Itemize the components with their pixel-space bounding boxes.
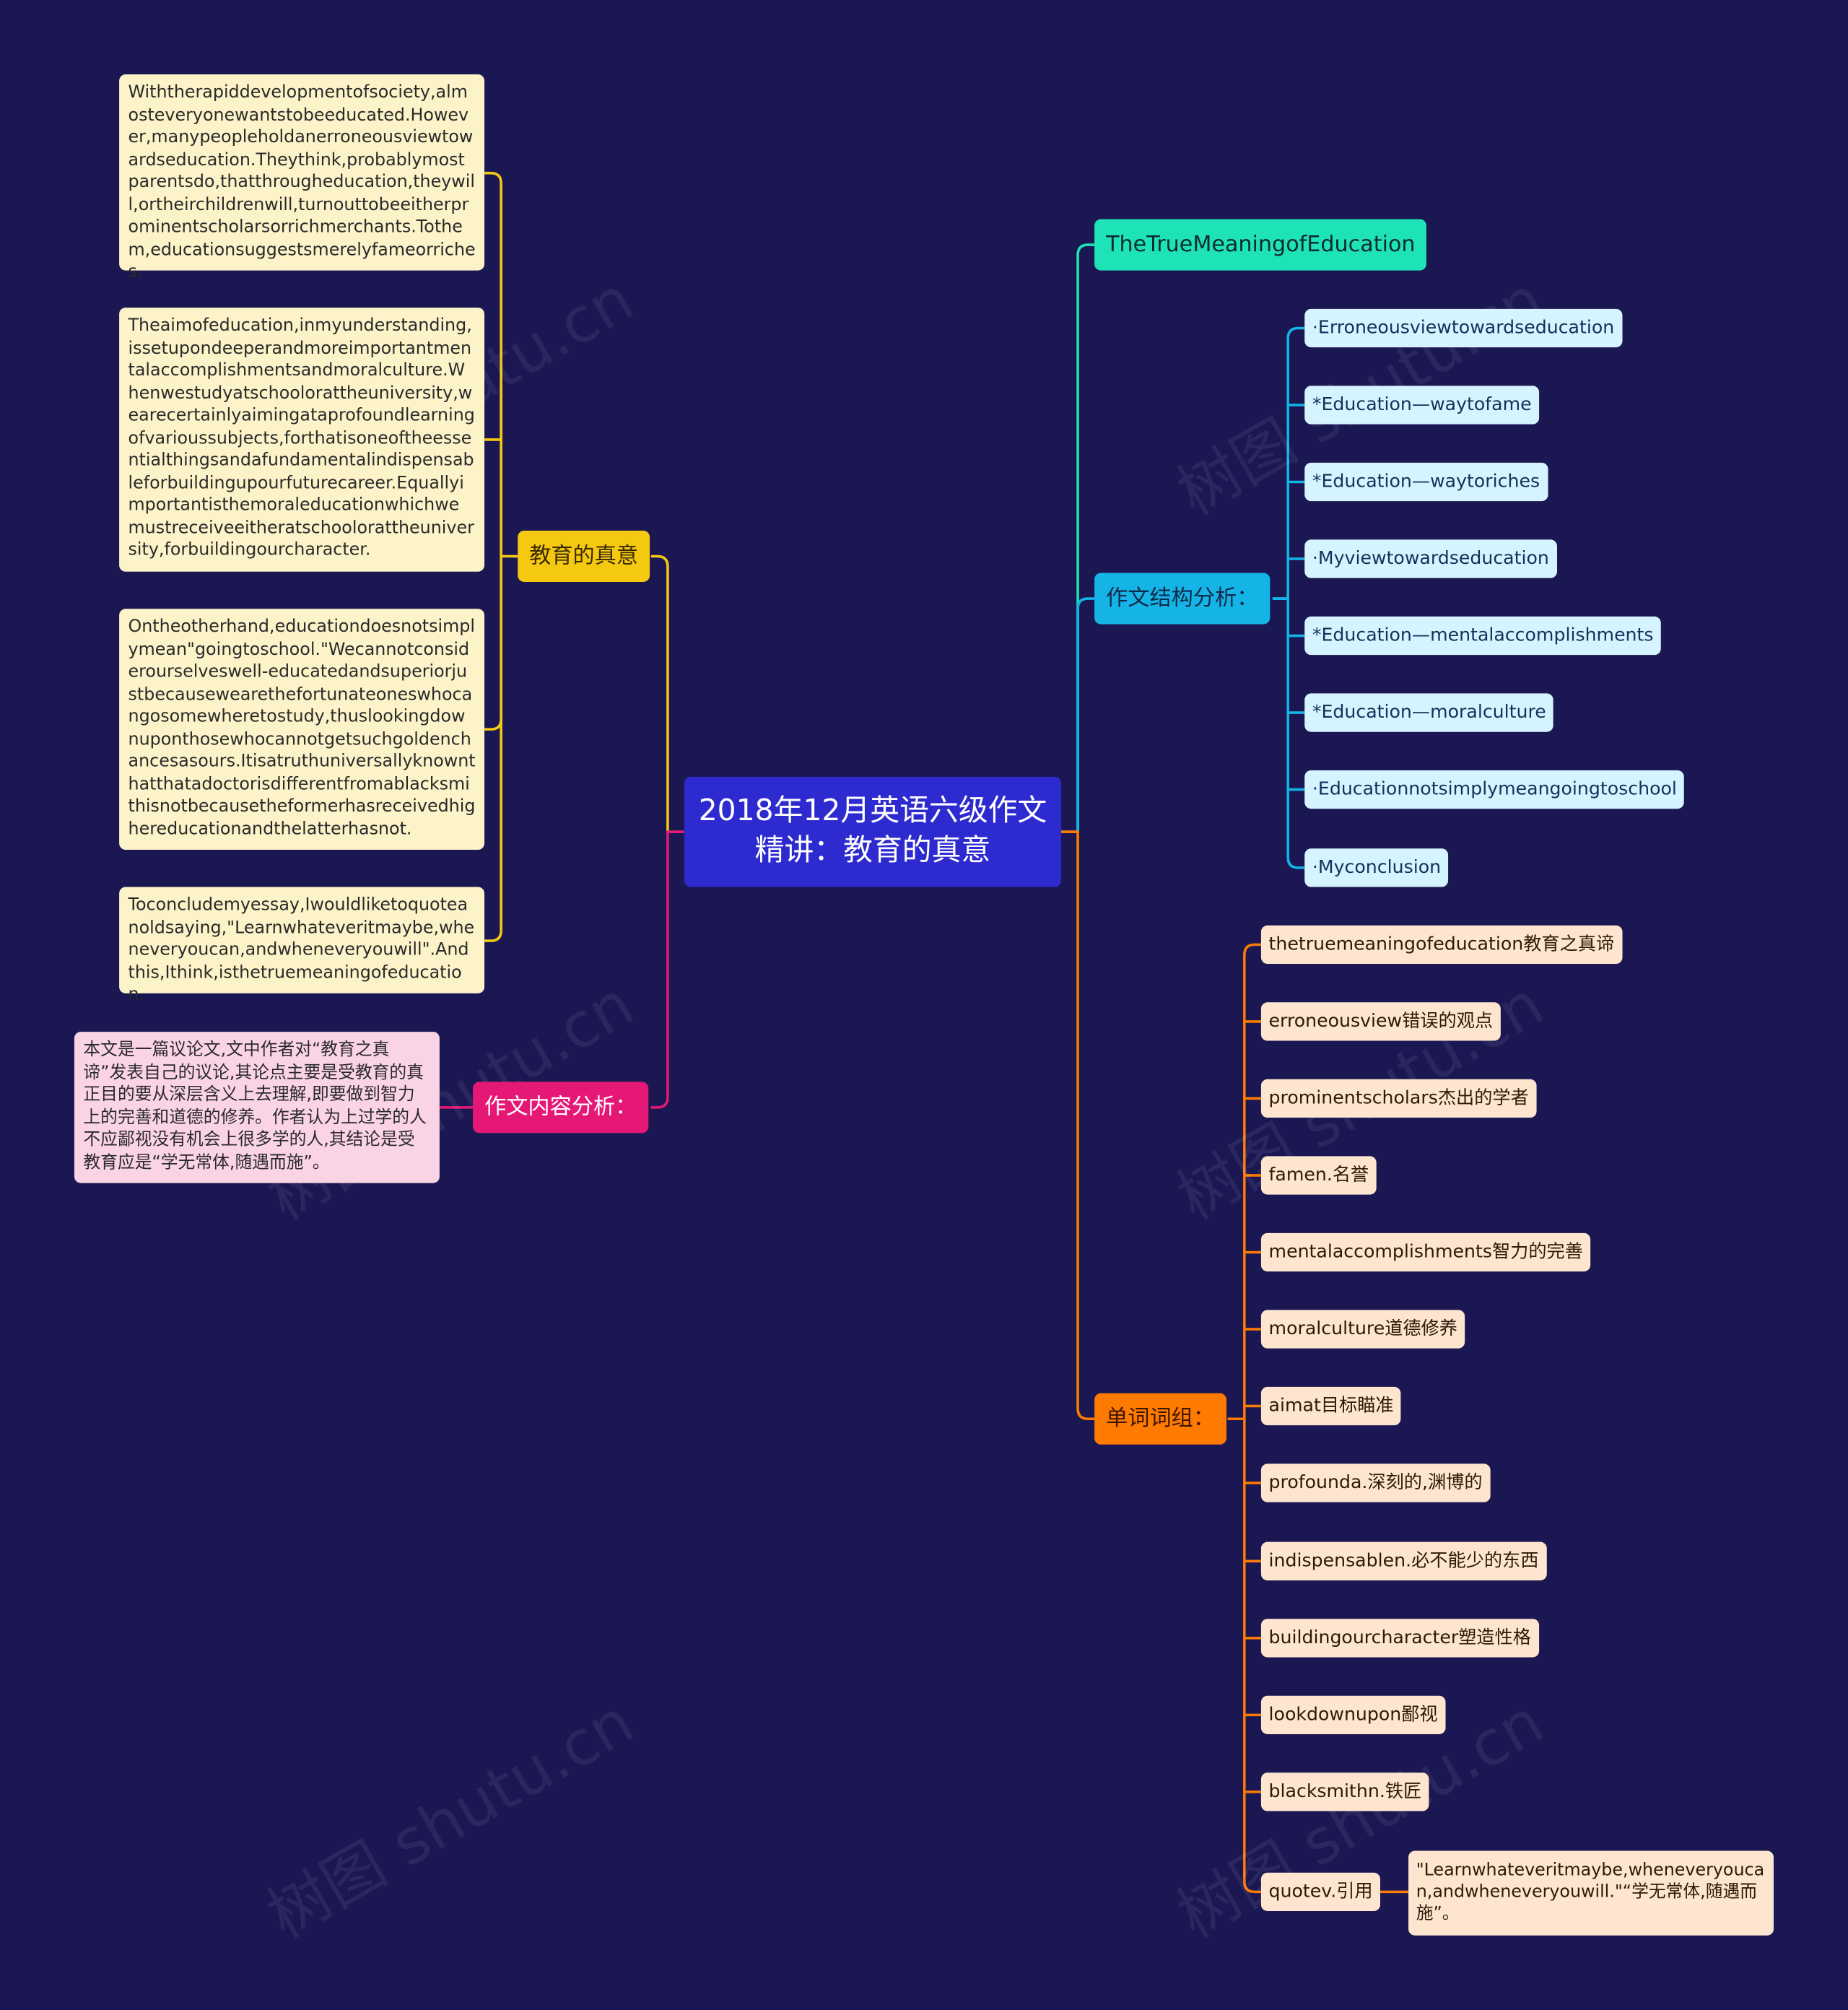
structure-item[interactable]: ·Myconclusion [1304, 848, 1449, 887]
branch-title[interactable]: TheTrueMeaningofEducation [1094, 219, 1427, 271]
vocab-item[interactable]: prominentscholars杰出的学者 [1260, 1079, 1537, 1118]
structure-item[interactable]: ·Educationnotsimplymeangoingtoschool [1304, 770, 1685, 809]
vocab-item[interactable]: buildingourcharacter塑造性格 [1260, 1619, 1539, 1658]
structure-item[interactable]: *Education—waytofame [1304, 386, 1540, 425]
vocab-item[interactable]: quotev.引用 [1260, 1872, 1381, 1911]
content-analysis-note[interactable]: 本文是一篇议论文,文中作者对“教育之真谛”发表自己的议论,其论点主要是受教育的真… [74, 1032, 440, 1183]
structure-item[interactable]: ·Erroneousviewtowardseducation [1304, 308, 1622, 348]
branch-structure[interactable]: 作文结构分析： [1094, 573, 1270, 625]
paragraph-2[interactable]: Theaimofeducation,inmyunderstanding,isse… [119, 308, 485, 572]
vocab-item[interactable]: erroneousview错误的观点 [1260, 1002, 1501, 1041]
paragraph-3[interactable]: Ontheotherhand,educationdoesnotsimplymea… [119, 609, 485, 850]
structure-item[interactable]: ·Myviewtowardseducation [1304, 539, 1557, 578]
structure-item[interactable]: *Education—moralculture [1304, 693, 1554, 732]
branch-meaning[interactable]: 教育的真意 [518, 530, 650, 582]
structure-item[interactable]: *Education—waytoriches [1304, 462, 1548, 502]
vocab-item[interactable]: profounda.深刻的,渊博的 [1260, 1463, 1491, 1502]
paragraph-1[interactable]: Withtherapiddevelopmentofsociety,almoste… [119, 74, 485, 282]
branch-content-analysis[interactable]: 作文内容分析： [473, 1082, 649, 1134]
vocab-item[interactable]: lookdownupon鄙视 [1260, 1695, 1446, 1734]
vocab-item[interactable]: blacksmithn.铁匠 [1260, 1772, 1429, 1811]
quote-note[interactable]: "Learnwhateveritmaybe,wheneveryoucan,and… [1408, 1850, 1774, 1936]
structure-item[interactable]: *Education—mentalaccomplishments [1304, 616, 1662, 656]
root-node[interactable]: 2018年12月英语六级作文精讲：教育的真意 [684, 776, 1061, 887]
vocab-item[interactable]: mentalaccomplishments智力的完善 [1260, 1232, 1591, 1272]
vocab-item[interactable]: famen.名誉 [1260, 1156, 1377, 1195]
vocab-item[interactable]: thetruemeaningofeducation教育之真谛 [1260, 925, 1622, 965]
branch-vocab[interactable]: 单词词组： [1094, 1393, 1226, 1445]
paragraph-4[interactable]: Toconcludemyessay,Iwouldliketoquoteanold… [119, 887, 485, 1005]
vocab-item[interactable]: indispensablen.必不能少的东西 [1260, 1541, 1547, 1580]
vocab-item[interactable]: moralculture道德修养 [1260, 1310, 1465, 1349]
vocab-item[interactable]: aimat目标瞄准 [1260, 1386, 1402, 1426]
